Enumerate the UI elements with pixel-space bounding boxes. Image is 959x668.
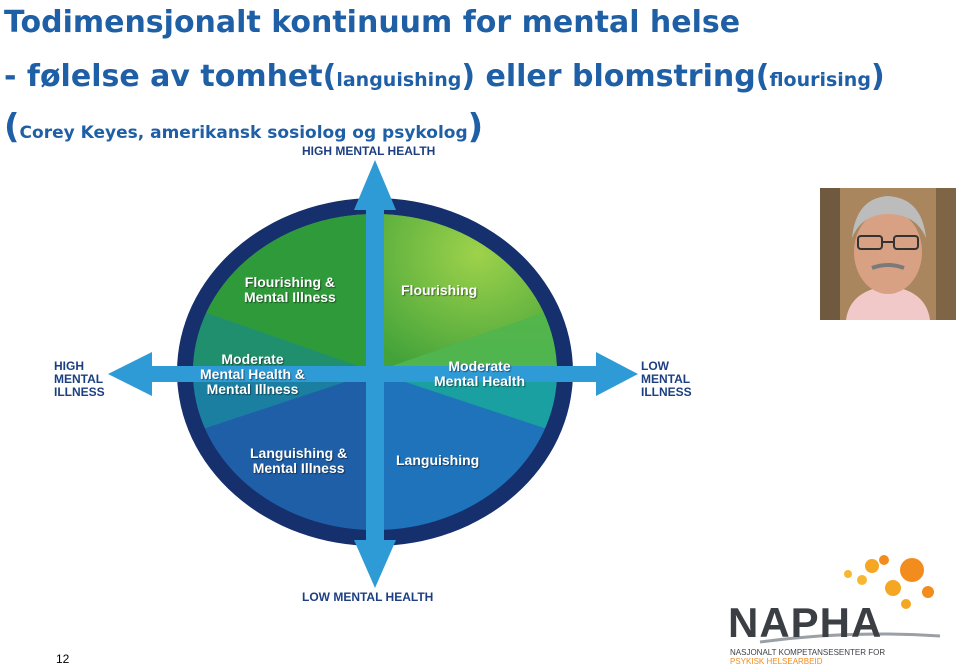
quadrant-moderate-mental-health-and-mental-illness: Moderate Mental Health & Mental Illness bbox=[200, 351, 306, 397]
title-line-3: (Corey Keyes, amerikansk sosiolog og psy… bbox=[4, 107, 484, 147]
quadrant-languishing: Languishing bbox=[396, 452, 480, 468]
title-line-2: - følelse av tomhet(languishing) eller b… bbox=[4, 59, 885, 94]
wedge-mid-right-upper bbox=[375, 300, 557, 372]
napha-subtitle-line-2: PSYKISK HELSEARBEID bbox=[730, 657, 823, 666]
quadrant-flourishing: Flourishing bbox=[401, 282, 478, 298]
wedge-mid-left-upper bbox=[193, 300, 375, 372]
title-line-1: Todimensjonalt kontinuum for mental hels… bbox=[4, 5, 741, 40]
quadrant-languishing-and-mental-illness: Languishing & Mental Illness bbox=[250, 445, 348, 476]
page-number: 12 bbox=[56, 652, 70, 666]
axis-label-low-mental-health: LOW MENTAL HEALTH bbox=[302, 590, 434, 604]
quadrant-moderate-mental-health: Moderate Mental Health bbox=[434, 358, 526, 389]
axis-label-high-mental-health: HIGH MENTAL HEALTH bbox=[302, 144, 436, 158]
slide-title: Todimensjonalt kontinuum for mental hels… bbox=[4, 0, 885, 153]
quadrant-flourishing-and-mental-illness: Flourishing & Mental Illness bbox=[244, 274, 336, 305]
axis-label-low-mental-illness: LOW MENTAL ILLNESS bbox=[641, 359, 692, 399]
napha-subtitle-line-1: NASJONALT KOMPETANSESENTER FOR bbox=[730, 648, 886, 657]
napha-logo-text: NAPHA bbox=[728, 599, 883, 646]
napha-logo-graphic bbox=[759, 555, 941, 644]
horizontal-axis-arrow bbox=[108, 352, 638, 396]
portrait-photo bbox=[820, 188, 956, 320]
axis-label-high-mental-illness: HIGH MENTAL ILLNESS bbox=[54, 359, 105, 399]
